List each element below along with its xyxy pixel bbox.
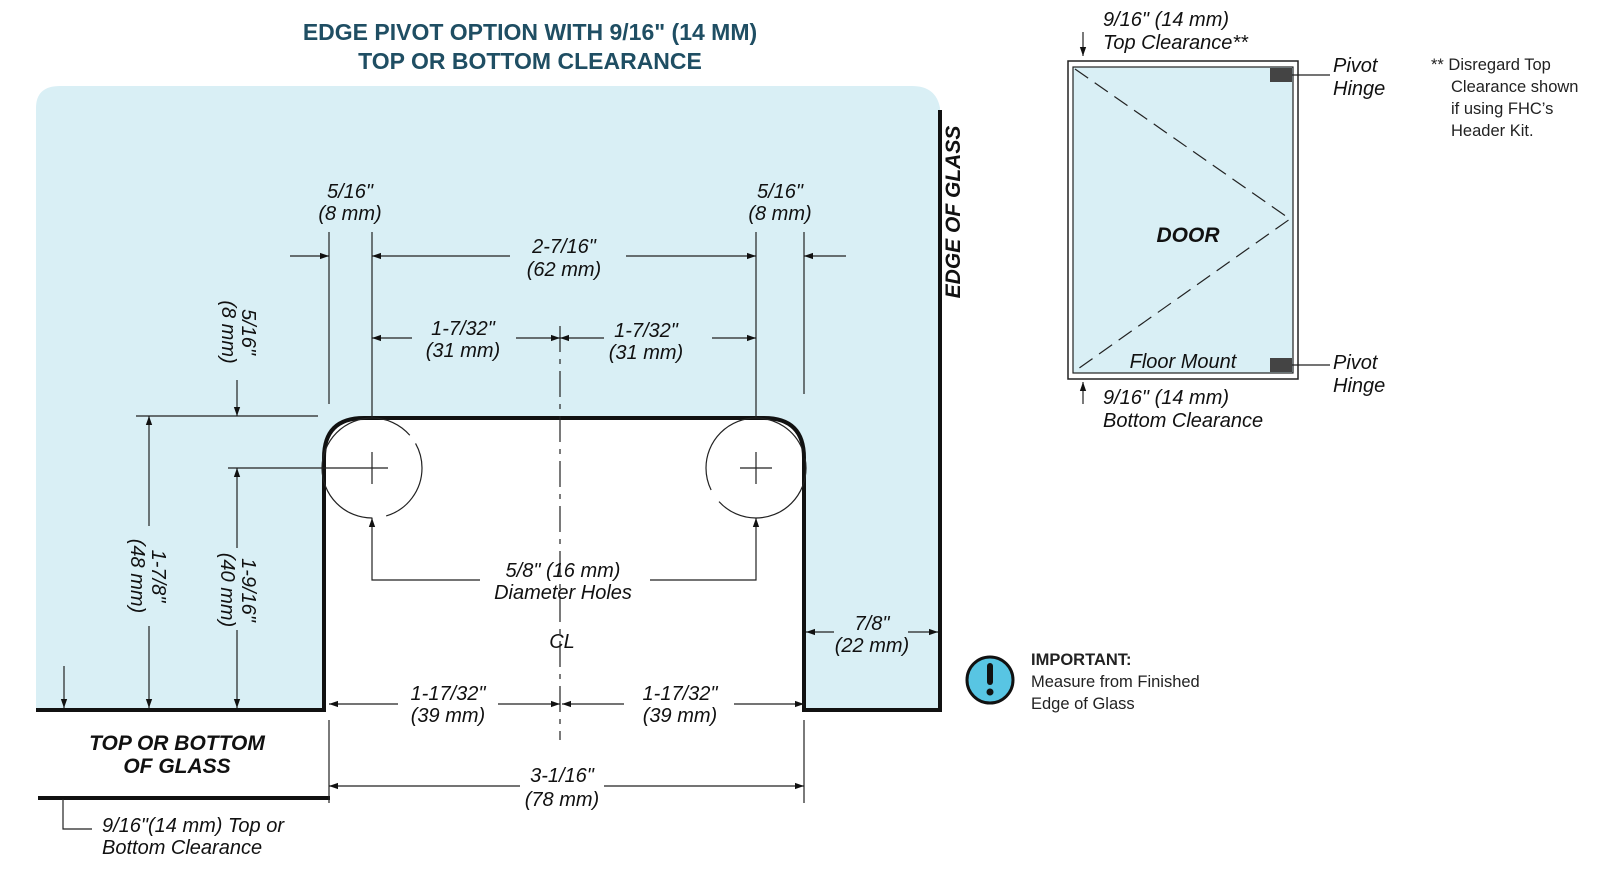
- edge-of-glass-label: EDGE OF GLASS: [942, 126, 965, 299]
- holes-leader: [368, 518, 480, 581]
- clearance-label-1: 9/16"(14 mm) Top or: [102, 815, 285, 837]
- dim-bottom-left-mm: (39 mm): [411, 705, 485, 727]
- door-panel: [1072, 66, 1294, 374]
- pivot-hinge-bottom-icon: [1270, 358, 1292, 372]
- clearance-label-2: Bottom Clearance: [102, 837, 262, 859]
- dim-bottom-right-mm: (39 mm): [643, 705, 717, 727]
- pivot-hinge-top-icon: [1270, 68, 1292, 82]
- footnote-line4: Header Kit.: [1451, 122, 1534, 140]
- dim-edge-gap-mm: (22 mm): [835, 635, 909, 657]
- footnote-line1: ** Disregard Top: [1431, 56, 1551, 74]
- top-bottom-of-glass-label-1: TOP OR BOTTOM: [89, 732, 265, 755]
- dim-bottom-left-in: 1-17/32": [411, 683, 487, 705]
- dim-vertical-offset-in: 5/16": [237, 309, 259, 356]
- dim-hole-spacing-mm: (62 mm): [527, 259, 601, 281]
- pivot-bottom-line2: Hinge: [1333, 375, 1385, 397]
- dim-vertical-offset-mm: (8 mm): [217, 300, 239, 363]
- top-clearance-line2: Top Clearance**: [1103, 32, 1249, 54]
- pivot-top-line2: Hinge: [1333, 78, 1385, 100]
- diagram-title-line2: TOP OR BOTTOM CLEARANCE: [358, 48, 702, 74]
- dim-left-offset-mm: (8 mm): [318, 203, 381, 225]
- dim-half-right-in: 1-7/32": [614, 320, 679, 342]
- footnote-line2: Clearance shown: [1451, 78, 1579, 96]
- clearance-leader: [62, 799, 92, 830]
- exclamation-icon: [965, 655, 1015, 705]
- dim-total-width-mm: (78 mm): [525, 789, 599, 811]
- holes-label-2: Diameter Holes: [494, 582, 632, 604]
- holes-label-1: 5/8" (16 mm): [506, 560, 621, 582]
- dim-notch-depth-mm: (48 mm): [126, 539, 148, 613]
- bottom-clearance-line2: Bottom Clearance: [1103, 410, 1263, 432]
- dim-total-width-in: 3-1/16": [530, 765, 595, 787]
- dim-edge-gap-in: 7/8": [855, 613, 891, 635]
- notch-outline: [36, 416, 942, 712]
- bottom-clearance-line1: 9/16" (14 mm): [1103, 387, 1229, 409]
- top-bottom-of-glass-label-2: OF GLASS: [123, 755, 230, 778]
- hole-right-crosshair: [740, 452, 772, 484]
- important-line-1: Measure from Finished: [1031, 673, 1200, 691]
- pivot-top-line1: Pivot: [1333, 55, 1379, 77]
- dim-half-left-in: 1-7/32": [431, 318, 496, 340]
- floor-mount-label: Floor Mount: [1130, 351, 1238, 373]
- dim-hole-depth-mm: (40 mm): [216, 553, 238, 627]
- dim-hole-depth-in: 1-9/16": [237, 558, 259, 623]
- important-heading: IMPORTANT:: [1031, 651, 1132, 669]
- dim-right-offset-in: 5/16": [757, 181, 804, 203]
- important-line-2: Edge of Glass: [1031, 695, 1135, 713]
- dim-notch-depth-in: 1-7/8": [147, 550, 169, 604]
- footnote-line3: if using FHC’s: [1451, 100, 1553, 118]
- pivot-bottom-line1: Pivot: [1333, 352, 1379, 374]
- dim-half-left-mm: (31 mm): [426, 340, 500, 362]
- dim-bottom-right-in: 1-17/32": [643, 683, 719, 705]
- centerline-symbol: CL: [549, 631, 575, 653]
- door-label: DOOR: [1157, 224, 1221, 247]
- diagram-title-line1: EDGE PIVOT OPTION WITH 9/16" (14 MM): [303, 19, 757, 45]
- dim-half-right-mm: (31 mm): [609, 342, 683, 364]
- dim-right-offset-mm: (8 mm): [748, 203, 811, 225]
- glass-panel: [36, 86, 940, 708]
- holes-leader: [650, 518, 760, 581]
- hole-left-crosshair: [356, 452, 388, 484]
- dim-left-offset-in: 5/16": [327, 181, 374, 203]
- dim-hole-spacing-in: 2-7/16": [531, 236, 597, 258]
- top-clearance-line1: 9/16" (14 mm): [1103, 9, 1229, 31]
- door-swing-lines: [1074, 68, 1292, 372]
